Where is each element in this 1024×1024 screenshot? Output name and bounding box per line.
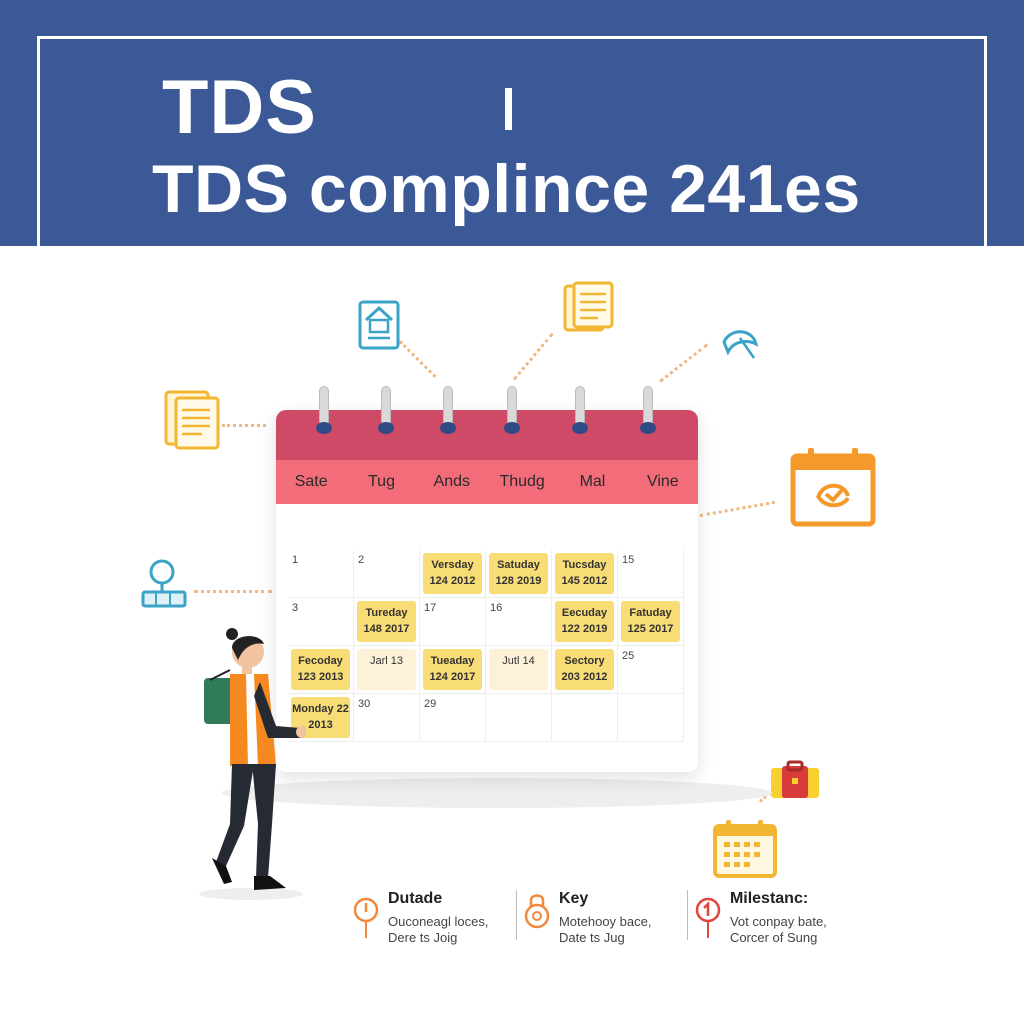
legend-divider <box>516 890 517 940</box>
day-number: 17 <box>424 602 437 614</box>
calendar-day-cell[interactable]: Jutl 14 <box>486 646 552 694</box>
calendar-event-cell[interactable]: Versday 124 2012 <box>420 550 486 598</box>
calendar-event-cell[interactable]: Tucsday 145 2012 <box>552 550 618 598</box>
person-illustration <box>196 626 308 900</box>
event-label: Jarl 13 <box>357 649 416 690</box>
calendar-day-cell[interactable]: 25 <box>618 646 684 694</box>
calendar-weekday-row: Sate Tug Ands Thudg Mal Vine <box>276 460 698 504</box>
weekday-label: Sate <box>294 473 328 490</box>
day-number: 30 <box>358 698 371 710</box>
connector-line <box>194 590 272 593</box>
weekday-label: Ands <box>433 473 471 490</box>
calendar-day-cell[interactable]: 3 <box>288 598 354 646</box>
day-number: 15 <box>622 554 635 566</box>
day-number: 3 <box>292 602 299 614</box>
calendar-day-cell[interactable]: 2 <box>354 550 420 598</box>
stopwatch-icon <box>352 890 380 938</box>
calendar-day-cell[interactable]: 1 <box>288 550 354 598</box>
calendar-event-cell[interactable]: Satuday 128 2019 <box>486 550 552 598</box>
legend-item-dutade: Dutade Ouconeagl loces, Dere ts Joig <box>352 890 510 950</box>
calendar-event-cell[interactable]: Tueaday 124 2017 <box>420 646 486 694</box>
calendar-day-cell[interactable]: 16 <box>486 598 552 646</box>
legend-title: Key <box>558 890 589 907</box>
legend: Dutade Ouconeagl loces, Dere ts Joig Key… <box>352 890 852 950</box>
day-number: 2 <box>358 554 365 566</box>
header-banner: TDS TDS complince 241es <box>0 0 1024 256</box>
weekday-label: Mal <box>579 473 606 490</box>
calendar-day-cell[interactable] <box>552 694 618 742</box>
calendar-event-cell[interactable]: Sectory 203 2012 <box>552 646 618 694</box>
briefcase-icon <box>768 760 822 807</box>
calendar-ring <box>504 386 520 434</box>
event-label: Fatuday 125 2017 <box>621 601 680 642</box>
calendar-event-cell[interactable]: Fatuday 125 2017 <box>618 598 684 646</box>
banner-title-short: TDS <box>162 65 317 150</box>
calendar-event-cell[interactable]: Fecoday 123 2013 <box>288 646 354 694</box>
calendar-day-cell[interactable]: 17 <box>420 598 486 646</box>
legend-line: Dere ts Joig <box>388 930 458 945</box>
calendar-day-cell[interactable] <box>486 694 552 742</box>
leaf-icon <box>720 326 760 367</box>
connector-line <box>222 424 266 427</box>
legend-line: Motehooy bace, <box>558 914 652 929</box>
calendar-ring <box>378 386 394 434</box>
banner-title-long: TDS complince 241es <box>152 151 861 227</box>
calendar-ring <box>572 386 588 434</box>
calendar-event-cell[interactable]: Eecuday 122 2019 <box>552 598 618 646</box>
event-label: Tueaday 124 2017 <box>423 649 482 690</box>
legend-line: Ouconeagl loces, <box>388 914 489 929</box>
calendar-ring <box>440 386 456 434</box>
text-cursor <box>505 88 512 130</box>
calendar-day-cell[interactable]: 29 <box>420 694 486 742</box>
calendar-day-cell[interactable]: 30 <box>354 694 420 742</box>
calendar-shadow <box>222 778 772 808</box>
legend-title: Dutade <box>388 890 443 907</box>
event-label: Versday 124 2012 <box>423 553 482 594</box>
calendar-icon <box>790 446 876 533</box>
day-number: 16 <box>490 602 503 614</box>
weekday-label: Vine <box>646 473 679 490</box>
calendar-day-cell[interactable]: Jarl 13 <box>354 646 420 694</box>
document-icon <box>562 280 616 339</box>
calendar-grid-icon <box>712 818 778 885</box>
legend-item-key: Key Motehooy bace, Date ts Jug <box>523 890 681 950</box>
legend-line: Vot conpay bate, <box>729 914 827 929</box>
weekday-label: Thudg <box>499 473 545 490</box>
legend-line: Date ts Jug <box>558 930 625 945</box>
day-number: 1 <box>292 554 299 566</box>
event-label: Jutl 14 <box>489 649 548 690</box>
calendar-event-cell[interactable]: Tureday 148 2017 <box>354 598 420 646</box>
event-label: Fecoday 123 2013 <box>291 649 350 690</box>
banner-frame <box>37 36 987 256</box>
event-label: Sectory 203 2012 <box>555 649 614 690</box>
calendar-day-cell[interactable]: 15 <box>618 550 684 598</box>
legend-title: Milestanc: <box>729 890 809 907</box>
weekday-label: Tug <box>368 473 395 490</box>
day-number: 29 <box>424 698 437 710</box>
padlock-icon <box>523 890 551 938</box>
calendar-header-bar <box>276 410 698 460</box>
house-document-icon <box>354 294 406 357</box>
calendar: Sate Tug Ands Thudg Mal Vine 1 2 Versday 124 20… <box>276 410 698 772</box>
calendar-ring <box>640 386 656 434</box>
legend-divider <box>687 890 688 940</box>
event-label: Tucsday 145 2012 <box>555 553 614 594</box>
location-pin-icon <box>140 558 188 615</box>
event-label: Eecuday 122 2019 <box>555 601 614 642</box>
day-number: 25 <box>622 650 635 662</box>
milestone-icon <box>694 890 722 938</box>
calendar-ring <box>316 386 332 434</box>
event-label: Satuday 128 2019 <box>489 553 548 594</box>
document-icon <box>162 388 222 455</box>
calendar-day-cell[interactable] <box>618 694 684 742</box>
event-label: Tureday 148 2017 <box>357 601 416 642</box>
legend-line: Corcer of Sung <box>729 930 818 945</box>
legend-item-milestone: Milestanc: Vot conpay bate, Corcer of Su… <box>694 890 852 950</box>
